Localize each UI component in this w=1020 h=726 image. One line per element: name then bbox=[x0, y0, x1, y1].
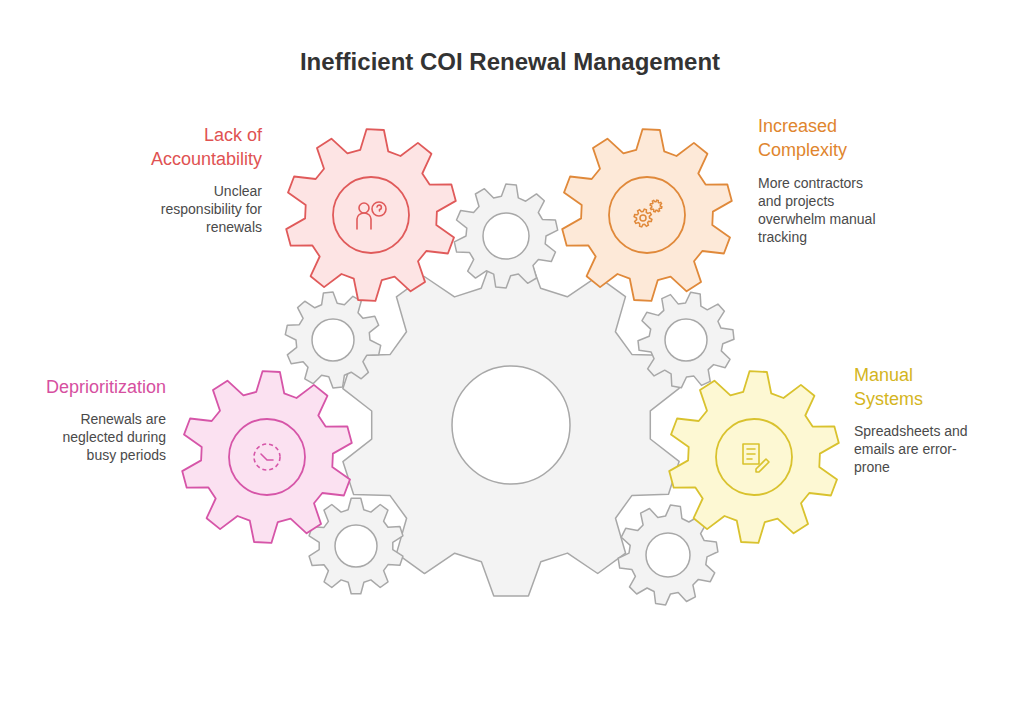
gear-node: DeprioritizationRenewals are neglected d… bbox=[178, 368, 356, 546]
icon bbox=[640, 215, 646, 221]
icon bbox=[756, 459, 769, 472]
gear-hub bbox=[452, 366, 570, 484]
icon bbox=[743, 444, 759, 464]
gear-hub bbox=[335, 525, 377, 567]
gear-shape bbox=[178, 368, 356, 546]
gear-node: Increased ComplexityMore contractors and… bbox=[558, 126, 736, 304]
grey-gear bbox=[454, 184, 557, 288]
gear-hub bbox=[665, 319, 707, 361]
icon bbox=[254, 444, 280, 470]
gear-hub bbox=[312, 319, 354, 361]
gear-hub bbox=[229, 419, 305, 495]
gear-hub bbox=[716, 419, 792, 495]
gear-hub bbox=[646, 533, 690, 577]
gear-outline bbox=[669, 371, 839, 543]
gear-shape bbox=[665, 368, 843, 546]
grey-gear bbox=[285, 292, 380, 388]
gear-node: Lack of AccountabilityUnclear responsibi… bbox=[282, 126, 460, 304]
gear-outline bbox=[286, 129, 456, 301]
icon bbox=[359, 203, 369, 213]
gear-heading: Manual Systems bbox=[854, 363, 954, 411]
gear-heading: Increased Complexity bbox=[758, 114, 870, 162]
diagram-title: Inefficient COI Renewal Management bbox=[300, 48, 720, 76]
gear-description: Unclear responsibility for renewals bbox=[132, 182, 262, 236]
icon bbox=[261, 454, 273, 460]
grey-gear bbox=[638, 292, 734, 388]
gear-heading: Deprioritization bbox=[16, 375, 166, 399]
gear-outline bbox=[562, 129, 732, 301]
gear-hub bbox=[609, 177, 685, 253]
icon bbox=[377, 205, 381, 211]
gear-node: Manual SystemsSpreadsheets and emails ar… bbox=[665, 368, 843, 546]
gear-heading: Lack of Accountability bbox=[122, 123, 262, 171]
gear-outline bbox=[182, 371, 352, 543]
gear-description: More contractors and projects overwhelm … bbox=[758, 174, 890, 246]
icon bbox=[747, 449, 755, 459]
icon bbox=[634, 209, 652, 227]
gear-shape bbox=[558, 126, 736, 304]
gear-shape bbox=[282, 126, 460, 304]
gear-hub bbox=[483, 213, 529, 259]
gear-hub bbox=[333, 177, 409, 253]
icon bbox=[357, 213, 371, 229]
gear-description: Renewals are neglected during busy perio… bbox=[41, 410, 166, 464]
gear-description: Spreadsheets and emails are error-prone bbox=[854, 422, 982, 476]
grey-gear bbox=[309, 498, 403, 594]
icon bbox=[650, 200, 662, 212]
icon bbox=[372, 202, 386, 216]
